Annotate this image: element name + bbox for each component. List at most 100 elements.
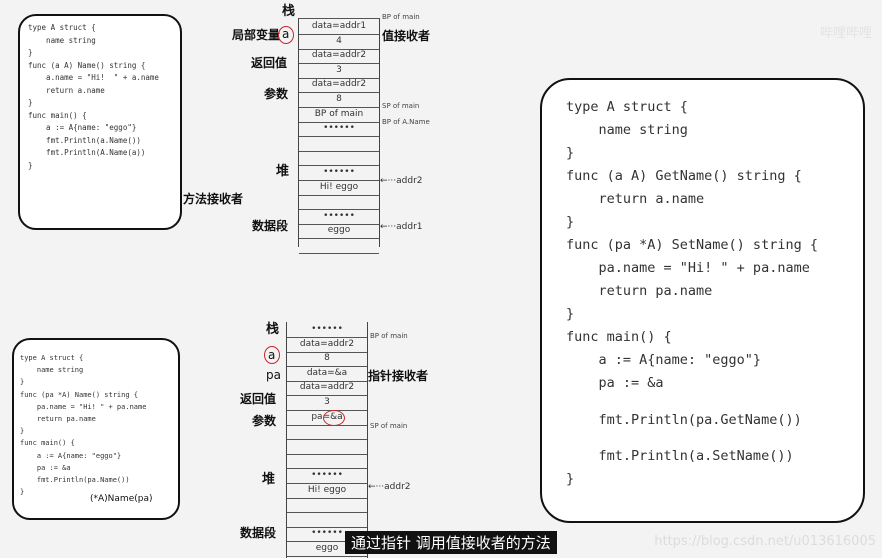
- code-line: a := A{name: "eggo"}: [566, 352, 762, 368]
- code-line: return pa.name: [566, 283, 713, 299]
- stack-cell: BP of main: [299, 107, 379, 123]
- var-a-circle: [278, 26, 294, 44]
- sp-main-label: SP of main: [370, 422, 408, 430]
- pointer-receiver-label: 指针接收者: [368, 369, 429, 383]
- stack-cell: 3: [287, 395, 367, 411]
- stack-cell: 4: [299, 34, 379, 50]
- code-block: type A struct { name string} func (a A) N…: [28, 22, 159, 172]
- stack-cell: [287, 424, 367, 441]
- code-line: }: [566, 214, 575, 230]
- code-line: pa.name = "Hi! " + pa.name: [566, 260, 810, 276]
- code-line: }: [28, 98, 33, 107]
- code-line: }: [20, 378, 25, 387]
- stack-cell: Hi! eggo: [299, 180, 379, 196]
- code-line: name string: [566, 122, 688, 138]
- stack-cell: eggo: [287, 541, 367, 557]
- code-line: }: [566, 306, 575, 322]
- code-line: func (a A) GetName() string {: [566, 168, 802, 184]
- stack-cell: ••••••: [287, 322, 367, 338]
- var-a-circle: [264, 346, 280, 364]
- code-line: func (pa *A) Name() string {: [20, 390, 139, 399]
- var-pa-label: pa: [266, 368, 281, 382]
- code-line: }: [28, 160, 33, 170]
- code-line: [566, 395, 818, 409]
- param-label: 参数: [264, 87, 289, 101]
- code-line: return pa.name: [20, 415, 96, 424]
- stack-cell: ••••••: [287, 468, 367, 484]
- code-line: [566, 432, 818, 446]
- stack-cell: 3: [299, 63, 379, 79]
- return-value-label: 返回值: [240, 392, 277, 406]
- code-line: return a.name: [28, 85, 105, 95]
- code-panel-pointer-receiver: type A struct { name string}func (pa *A)…: [12, 338, 180, 520]
- code-line: fmt.Println(pa.GetName()): [566, 411, 802, 428]
- stack-cell: [287, 439, 367, 455]
- code-line: name string: [20, 366, 84, 375]
- method-receiver-label: 方法接收者: [183, 192, 244, 206]
- data-segment-label: 数据段: [240, 526, 277, 540]
- stack-cell: ••••••: [299, 209, 379, 225]
- code-line: pa := &a: [566, 375, 664, 391]
- bp-main-label: BP of main: [370, 332, 408, 340]
- stack-cell: data=addr2: [299, 48, 379, 65]
- stack-cell: [287, 512, 367, 528]
- code-line: pa.name = "Hi! " + pa.name: [20, 402, 147, 411]
- stack-cell: ••••••: [299, 165, 379, 181]
- code-line: pa := &a: [20, 463, 71, 472]
- code-line: fmt.Println(a.SetName()): [566, 448, 794, 464]
- return-value-label: 返回值: [251, 56, 288, 70]
- code-line: name string: [28, 35, 96, 45]
- code-line: }: [20, 427, 25, 436]
- stack-cell: 8: [299, 92, 379, 108]
- stack-cell: data=addr2: [287, 337, 367, 353]
- heap-label: 堆: [276, 164, 290, 179]
- code-block: type A struct { name string}func (pa *A)…: [20, 352, 146, 498]
- code-line: type A struct {: [566, 99, 688, 115]
- stack-cell: data=addr2: [287, 380, 367, 397]
- stack-cell: [299, 136, 379, 152]
- code-line: fmt.Println(A.Name(a)): [28, 148, 146, 157]
- annotation-label: (*A)Name(pa): [90, 494, 153, 504]
- code-line: type A struct {: [28, 23, 96, 32]
- stack-title: 栈: [266, 322, 280, 337]
- code-line: func main() {: [20, 439, 75, 448]
- stack-cell: 8: [287, 351, 367, 368]
- heap-label: 堆: [262, 472, 276, 487]
- stack-cell: data=&a: [287, 366, 367, 382]
- data-segment-label: 数据段: [252, 219, 289, 233]
- stack-cell: [287, 453, 367, 470]
- code-line: func (pa *A) SetName() string {: [566, 237, 818, 253]
- stack-cell: ••••••: [299, 121, 379, 138]
- stack-title: 栈: [282, 4, 296, 19]
- stack-cell: data=addr1: [299, 19, 379, 35]
- code-line: func main() {: [28, 110, 87, 120]
- video-subtitle: 通过指针 调用值接收者的方法: [345, 531, 557, 554]
- code-line: fmt.Println(a.Name()): [28, 135, 141, 145]
- sp-main-label: SP of main: [382, 102, 420, 110]
- stack-cell: [287, 497, 367, 514]
- stack-cell: eggo: [299, 223, 379, 240]
- bp-main-label: BP of main: [382, 13, 420, 21]
- code-panel-value-receiver: type A struct { name string} func (a A) N…: [18, 14, 182, 230]
- code-block: type A struct { name string} func (a A) G…: [566, 96, 818, 491]
- stack-cell: [299, 150, 379, 167]
- code-line: return a.name: [566, 191, 705, 207]
- code-line: }: [566, 145, 575, 161]
- addr1-arrow: ←···addr1: [380, 222, 423, 232]
- stack-cell: Hi! eggo: [287, 483, 367, 499]
- pa-circle: [323, 410, 345, 426]
- top-watermark: 哔哩哔哩: [819, 26, 872, 41]
- watermark: https://blog.csdn.net/u013616005: [654, 534, 876, 549]
- code-line: }: [566, 471, 575, 487]
- code-panel-main: type A struct { name string} func (a A) G…: [540, 78, 865, 523]
- code-line: fmt.Println(pa.Name()): [20, 476, 130, 485]
- addr2-arrow: ←···addr2: [368, 482, 411, 492]
- stack-cell: [299, 238, 379, 254]
- stack-cell: data=addr2: [299, 77, 379, 94]
- value-receiver-label: 值接收者: [382, 29, 431, 43]
- local-var-label: 局部变量: [232, 28, 281, 42]
- code-line: func (a A) Name() string {: [28, 60, 146, 70]
- addr2-arrow: ←···addr2: [380, 176, 423, 186]
